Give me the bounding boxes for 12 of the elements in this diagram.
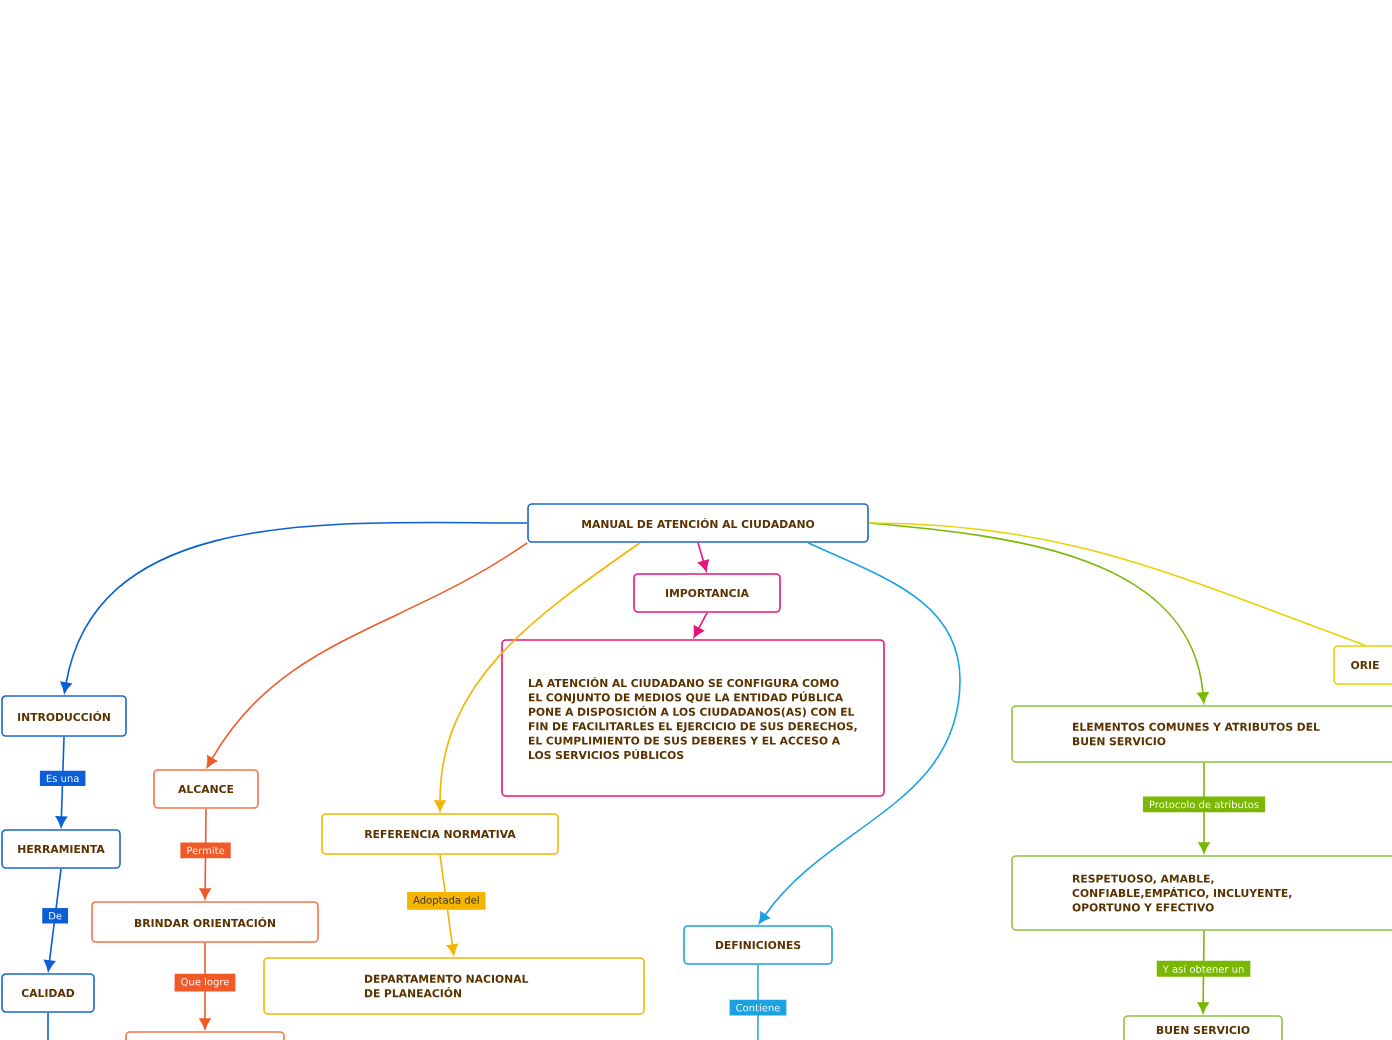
arrow [758,542,961,924]
arrow [43,868,62,972]
arrow [697,542,709,572]
arrow [439,854,458,956]
arrow [693,612,708,638]
arrow [1197,930,1209,1014]
arrow [60,521,528,694]
empty-box [125,1031,285,1040]
arrow [206,542,528,768]
arrow [1198,762,1210,854]
arrow [55,736,68,828]
arrow [199,808,211,900]
